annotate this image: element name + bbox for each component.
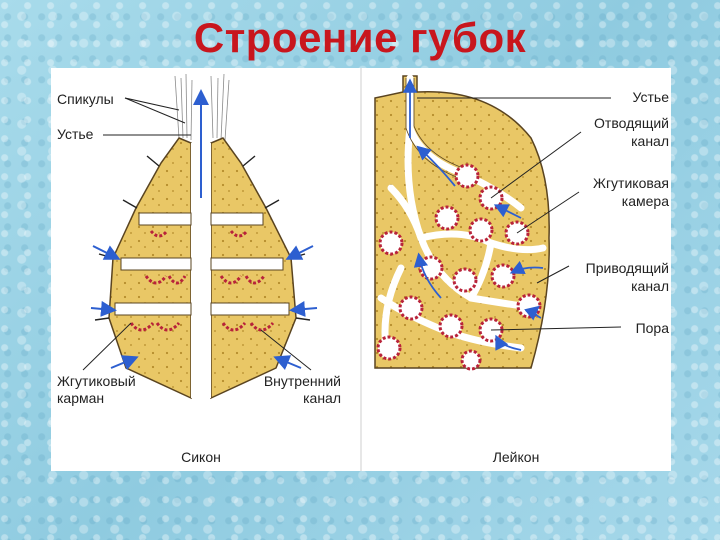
label-chamber-line2: камера	[622, 193, 669, 209]
label-incurrent-line1: Приводящий	[586, 260, 669, 276]
label-inner-canal-line2: канал	[303, 390, 341, 406]
caption-leucon: Лейкон	[493, 449, 540, 465]
leucon-flagellated-chambers	[376, 163, 542, 371]
sycon-label-lines	[82, 97, 312, 371]
label-flagellated-pocket-line1: Жгутиковый	[57, 373, 136, 389]
sycon-flagellated-chambers	[129, 230, 275, 332]
leucon-water-flow	[402, 78, 544, 351]
label-excurrent-line2: канал	[631, 133, 669, 149]
diagram-panel: Спикулы Устье Жгутиковый карман Внутренн…	[51, 68, 671, 471]
caption-sycon: Сикон	[181, 449, 221, 465]
label-pore: Пора	[636, 320, 670, 336]
label-leucon-osculum: Устье	[633, 89, 670, 105]
sycon-spicules	[174, 73, 230, 141]
sponge-diagram: Спикулы Устье Жгутиковый карман Внутренн…	[57, 68, 670, 471]
label-flagellated-pocket-line2: карман	[57, 390, 104, 406]
slide-title: Строение губок	[193, 14, 527, 61]
leucon-label-lines	[417, 97, 622, 331]
sycon-radial-canals	[114, 212, 290, 316]
label-chamber-line1: Жгутиковая	[593, 175, 669, 191]
sycon-water-flow	[90, 89, 318, 370]
label-incurrent-line2: канал	[631, 278, 669, 294]
sycon-diagram: Спикулы Устье Жгутиковый карман Внутренн…	[57, 73, 341, 465]
leucon-diagram: Устье Отводящий канал Жгутиковая камера …	[374, 74, 670, 465]
label-inner-canal-line1: Внутренний	[264, 373, 341, 389]
label-sycon-osculum: Устье	[57, 126, 94, 142]
sycon-central-cavity	[191, 143, 211, 398]
label-excurrent-line1: Отводящий	[594, 115, 669, 131]
label-spicules: Спикулы	[57, 91, 114, 107]
